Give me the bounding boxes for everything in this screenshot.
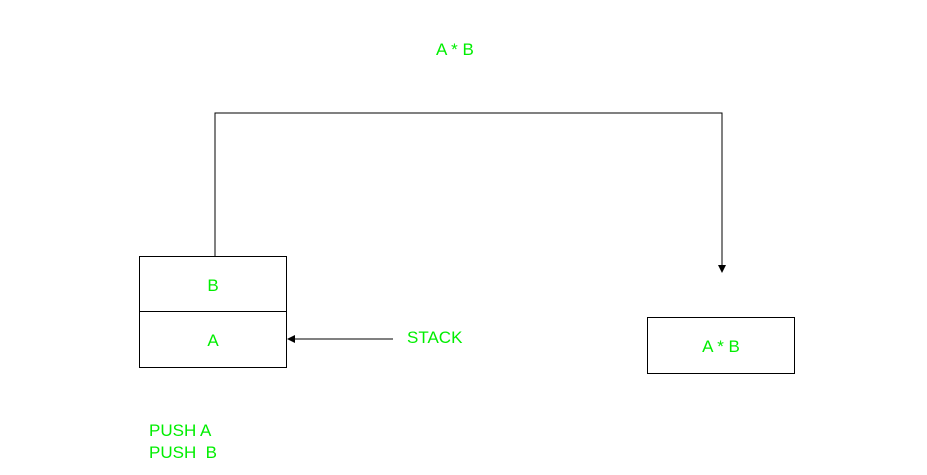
result-value: A * B [702, 337, 740, 356]
instruction-push-a: PUSH A [149, 421, 212, 440]
stack-label: STACK [407, 328, 463, 347]
result-box: A * B [647, 317, 795, 374]
stack-cell-bottom-value: A [207, 331, 219, 350]
expression-title: A * B [436, 40, 474, 59]
stack-cell-top: B [139, 256, 287, 312]
instruction-push-b: PUSH B [149, 443, 218, 462]
stack-cell-bottom: A [139, 311, 287, 368]
pop-connector-line [214, 112, 726, 273]
stack-cell-top-value: B [207, 276, 219, 295]
